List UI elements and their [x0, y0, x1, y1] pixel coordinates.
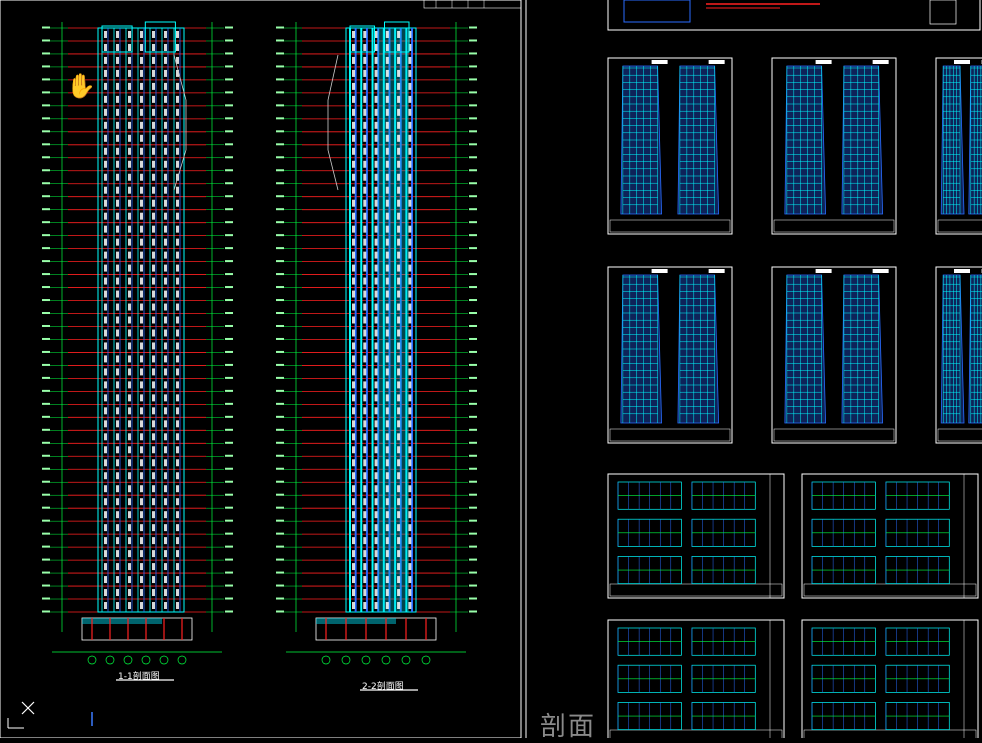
stair-shaft: [378, 28, 410, 612]
section-label-1: 1-1剖面图: [118, 669, 160, 682]
sheet-thumbnail: [936, 58, 982, 234]
hand-pan-icon[interactable]: ✋: [66, 72, 96, 100]
ucs-axis-icon: [4, 698, 94, 734]
section-label-2: 2-2剖面图: [362, 679, 404, 692]
watermark-text: 剖面: [540, 706, 596, 743]
sheet-thumbnail: [936, 267, 982, 443]
